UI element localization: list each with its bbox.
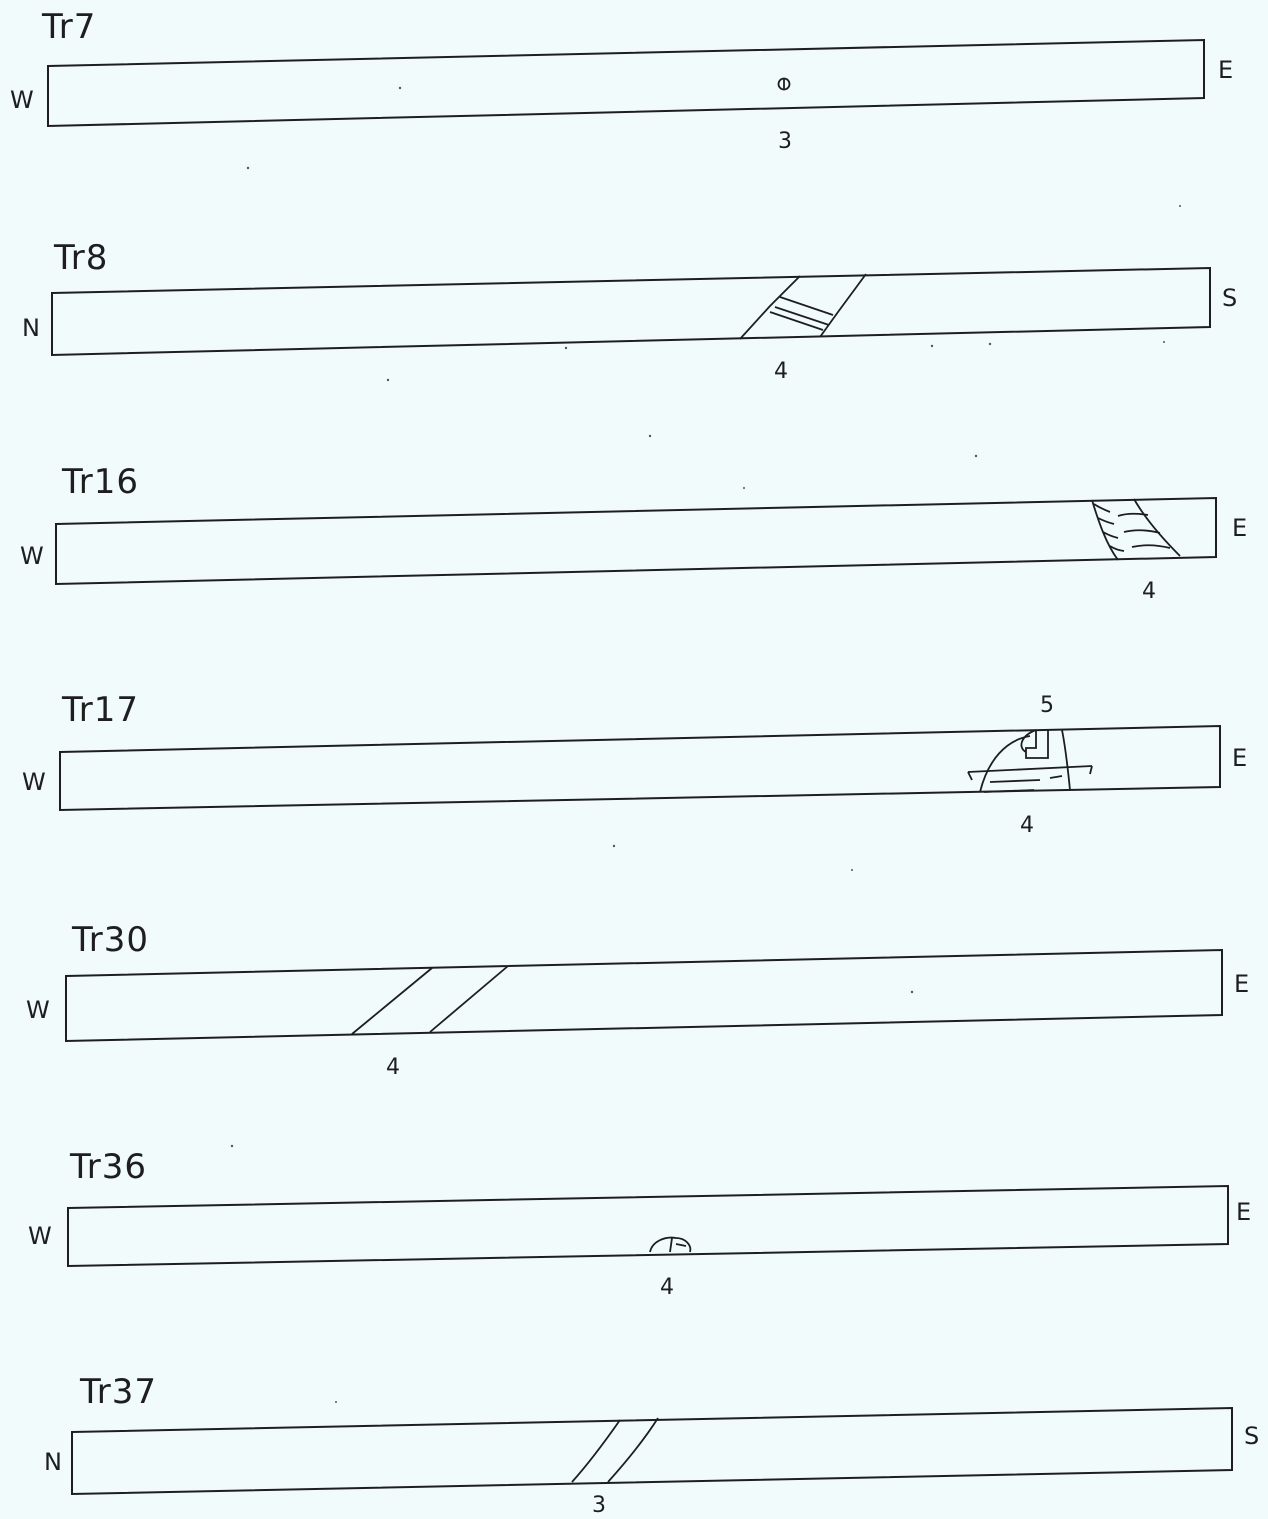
- trench-tr30-left-label: W: [26, 996, 50, 1024]
- trench-tr7-feature-label: 3: [778, 129, 792, 154]
- trench-tr17-feature-label-bottom: 4: [1020, 813, 1034, 838]
- trench-tr36-feature-4: [649, 1236, 692, 1253]
- trench-tr37-right-label: S: [1244, 1422, 1259, 1450]
- trench-tr37-outline: [71, 1406, 1233, 1496]
- trench-tr17-right-label: E: [1232, 744, 1247, 772]
- trench-tr16-right-label: E: [1232, 514, 1247, 542]
- trench-tr16-feature-4: [1091, 498, 1181, 561]
- trench-tr17-feature-label-top: 5: [1040, 693, 1054, 718]
- trench-tr37-title: Tr37: [79, 1372, 157, 1412]
- paper-specks: [230, 86, 1181, 1403]
- trench-tr8-outline: [51, 266, 1211, 357]
- trench-tr30: Tr30 W E 4: [26, 920, 1249, 1080]
- trench-tr36: Tr36 W E 4: [28, 1147, 1251, 1300]
- trench-tr8: Tr8 N S 4: [22, 238, 1237, 384]
- trench-tr7: Tr7 W E 3: [10, 7, 1233, 154]
- trench-tr36-feature-label: 4: [660, 1275, 674, 1300]
- trench-tr16-feature-label: 4: [1142, 579, 1156, 604]
- trench-tr17: Tr17 W E 5 4: [22, 690, 1247, 838]
- trench-tr7-title: Tr7: [41, 7, 96, 47]
- trench-tr16: Tr16 W E 4: [20, 462, 1247, 604]
- trench-tr16-left-label: W: [20, 542, 44, 570]
- trench-tr16-outline: [55, 496, 1217, 586]
- trench-tr17-title: Tr17: [61, 690, 139, 730]
- trench-tr36-outline: [67, 1184, 1229, 1268]
- trench-tr37-feature-3: [571, 1417, 659, 1483]
- trench-tr8-feature-4: [739, 273, 867, 340]
- trench-tr7-outline: [47, 38, 1205, 128]
- trench-tr30-feature-4: [351, 965, 509, 1035]
- trench-tr7-left-label: W: [10, 86, 34, 114]
- trench-tr30-feature-label: 4: [386, 1055, 400, 1080]
- trench-tr17-feature-4: [967, 729, 1093, 793]
- trench-tr30-outline: [65, 948, 1223, 1043]
- trench-tr37: Tr37 N S 3: [44, 1372, 1259, 1518]
- trench-tr37-left-label: N: [44, 1448, 62, 1476]
- trench-tr30-right-label: E: [1234, 970, 1249, 998]
- trench-tr36-right-label: E: [1236, 1198, 1251, 1226]
- trench-tr8-right-label: S: [1222, 284, 1237, 312]
- trench-tr8-feature-label: 4: [774, 359, 788, 384]
- trench-tr17-outline: [59, 724, 1221, 812]
- trench-tr17-left-label: W: [22, 768, 46, 796]
- trench-tr7-right-label: E: [1218, 56, 1233, 84]
- trench-tr16-title: Tr16: [61, 462, 139, 502]
- trench-tr36-left-label: W: [28, 1222, 52, 1250]
- trench-tr37-feature-label: 3: [592, 1493, 606, 1515]
- trench-tr8-title: Tr8: [53, 238, 108, 278]
- trench-tr17-feature-5: [1020, 729, 1049, 759]
- trench-tr8-left-label: N: [22, 314, 40, 342]
- trench-tr7-feature-3: [777, 77, 791, 91]
- trench-tr30-title: Tr30: [71, 920, 149, 960]
- trench-tr36-title: Tr36: [69, 1147, 147, 1187]
